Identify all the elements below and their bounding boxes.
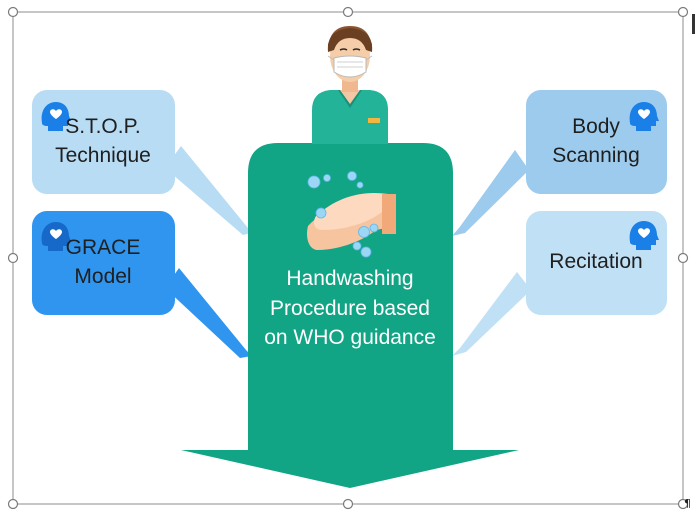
box-grace-line-2: Model bbox=[74, 265, 131, 288]
arrow-recitation-to-center bbox=[452, 272, 531, 356]
resize-handle-bottom-right[interactable] bbox=[677, 498, 689, 510]
resize-handle-top[interactable] bbox=[342, 6, 354, 18]
arrow-body-scanning-to-center bbox=[452, 150, 529, 236]
box-recitation-line-1: Recitation bbox=[549, 250, 642, 273]
mind-heart-icon bbox=[41, 222, 71, 251]
arrow-grace-to-center bbox=[165, 268, 252, 358]
center-arrow bbox=[181, 143, 519, 488]
resize-handle-right[interactable] bbox=[677, 252, 689, 264]
center-line-3: on WHO guidance bbox=[264, 326, 436, 349]
box-grace-line-1: GRACE bbox=[66, 236, 141, 259]
resize-handle-bottom[interactable] bbox=[342, 498, 354, 510]
center-line-2: Procedure based bbox=[270, 297, 430, 320]
box-body-scanning: Body Scanning bbox=[526, 90, 667, 194]
center-line-1: Handwashing bbox=[286, 267, 413, 290]
box-body-scanning-line-1: Body bbox=[572, 115, 620, 138]
resize-handle-left[interactable] bbox=[7, 252, 19, 264]
handwashing-icon bbox=[307, 171, 396, 258]
nurse-icon bbox=[312, 26, 388, 144]
box-stop-line-2: Technique bbox=[55, 144, 151, 167]
resize-handle-top-right[interactable] bbox=[677, 6, 689, 18]
box-stop-technique: S.T.O.P. Technique bbox=[32, 90, 175, 194]
resize-handle-bottom-left[interactable] bbox=[7, 498, 19, 510]
box-recitation: Recitation bbox=[526, 211, 667, 315]
box-grace-model: GRACE Model bbox=[32, 211, 175, 315]
box-stop-line-1: S.T.O.P. bbox=[65, 115, 140, 138]
paragraph-mark: ¶ bbox=[684, 497, 691, 510]
selection-frame[interactable] bbox=[7, 6, 696, 510]
arrow-stop-to-center bbox=[165, 146, 255, 235]
mind-heart-icon bbox=[41, 102, 71, 131]
mind-heart-icon bbox=[629, 102, 659, 131]
box-body-scanning-line-2: Scanning bbox=[552, 144, 640, 167]
mind-heart-icon bbox=[629, 221, 659, 250]
resize-handle-top-left[interactable] bbox=[7, 6, 19, 18]
